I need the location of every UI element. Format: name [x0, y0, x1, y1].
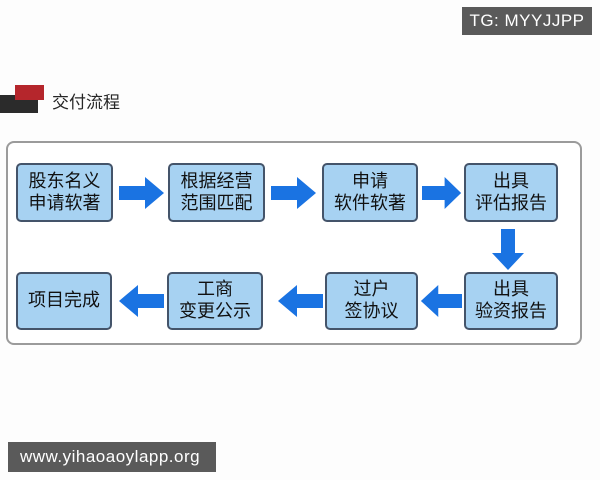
flow-step-2-line2: 范围匹配 [180, 192, 253, 213]
flow-step-7-line1: 工商 [197, 279, 233, 300]
flow-step-5-line2: 验资报告 [475, 301, 547, 321]
arrow-right-icon [422, 174, 462, 212]
flow-step-2-line1: 根据经营 [180, 170, 253, 191]
flow-step-4: 出具 评估报告 [464, 163, 558, 222]
flow-step-6-line2: 签协议 [344, 301, 399, 321]
flow-step-1-line2: 申请软著 [28, 192, 101, 213]
title-marker-red-icon [15, 85, 44, 100]
flow-step-6-line1: 过户 [353, 279, 390, 300]
arrow-right-icon [119, 174, 165, 212]
flow-step-7-line2: 变更公示 [179, 301, 251, 321]
flow-step-8-line1: 项目完成 [28, 290, 100, 311]
flow-step-2: 根据经营 范围匹配 [168, 163, 265, 222]
flow-step-3-line1: 申请 [352, 170, 388, 191]
arrow-right-icon [271, 174, 317, 212]
flow-step-3: 申请 软件软著 [322, 163, 418, 222]
website-url-banner: www.yihaoaoylapp.org [8, 442, 216, 472]
page-title: 交付流程 [52, 93, 120, 112]
arrow-left-icon [420, 282, 462, 320]
arrow-left-icon [118, 282, 164, 320]
flow-step-6: 过户 签协议 [325, 272, 418, 330]
flow-step-3-line2: 软件软著 [334, 192, 406, 213]
flow-step-7: 工商 变更公示 [167, 272, 263, 330]
flow-step-1-line1: 股东名义 [28, 170, 101, 191]
flow-step-1: 股东名义 申请软著 [16, 163, 113, 222]
flow-step-5-line1: 出具 [493, 279, 529, 300]
arrow-down-icon [490, 229, 526, 271]
flow-step-8: 项目完成 [16, 272, 112, 330]
flow-step-4-line2: 评估报告 [475, 192, 547, 213]
flow-step-5: 出具 验资报告 [464, 272, 558, 330]
flow-step-4-line1: 出具 [493, 170, 529, 191]
arrow-left-icon [277, 282, 323, 320]
telegram-contact-banner: TG: MYYJJPP [462, 7, 592, 35]
